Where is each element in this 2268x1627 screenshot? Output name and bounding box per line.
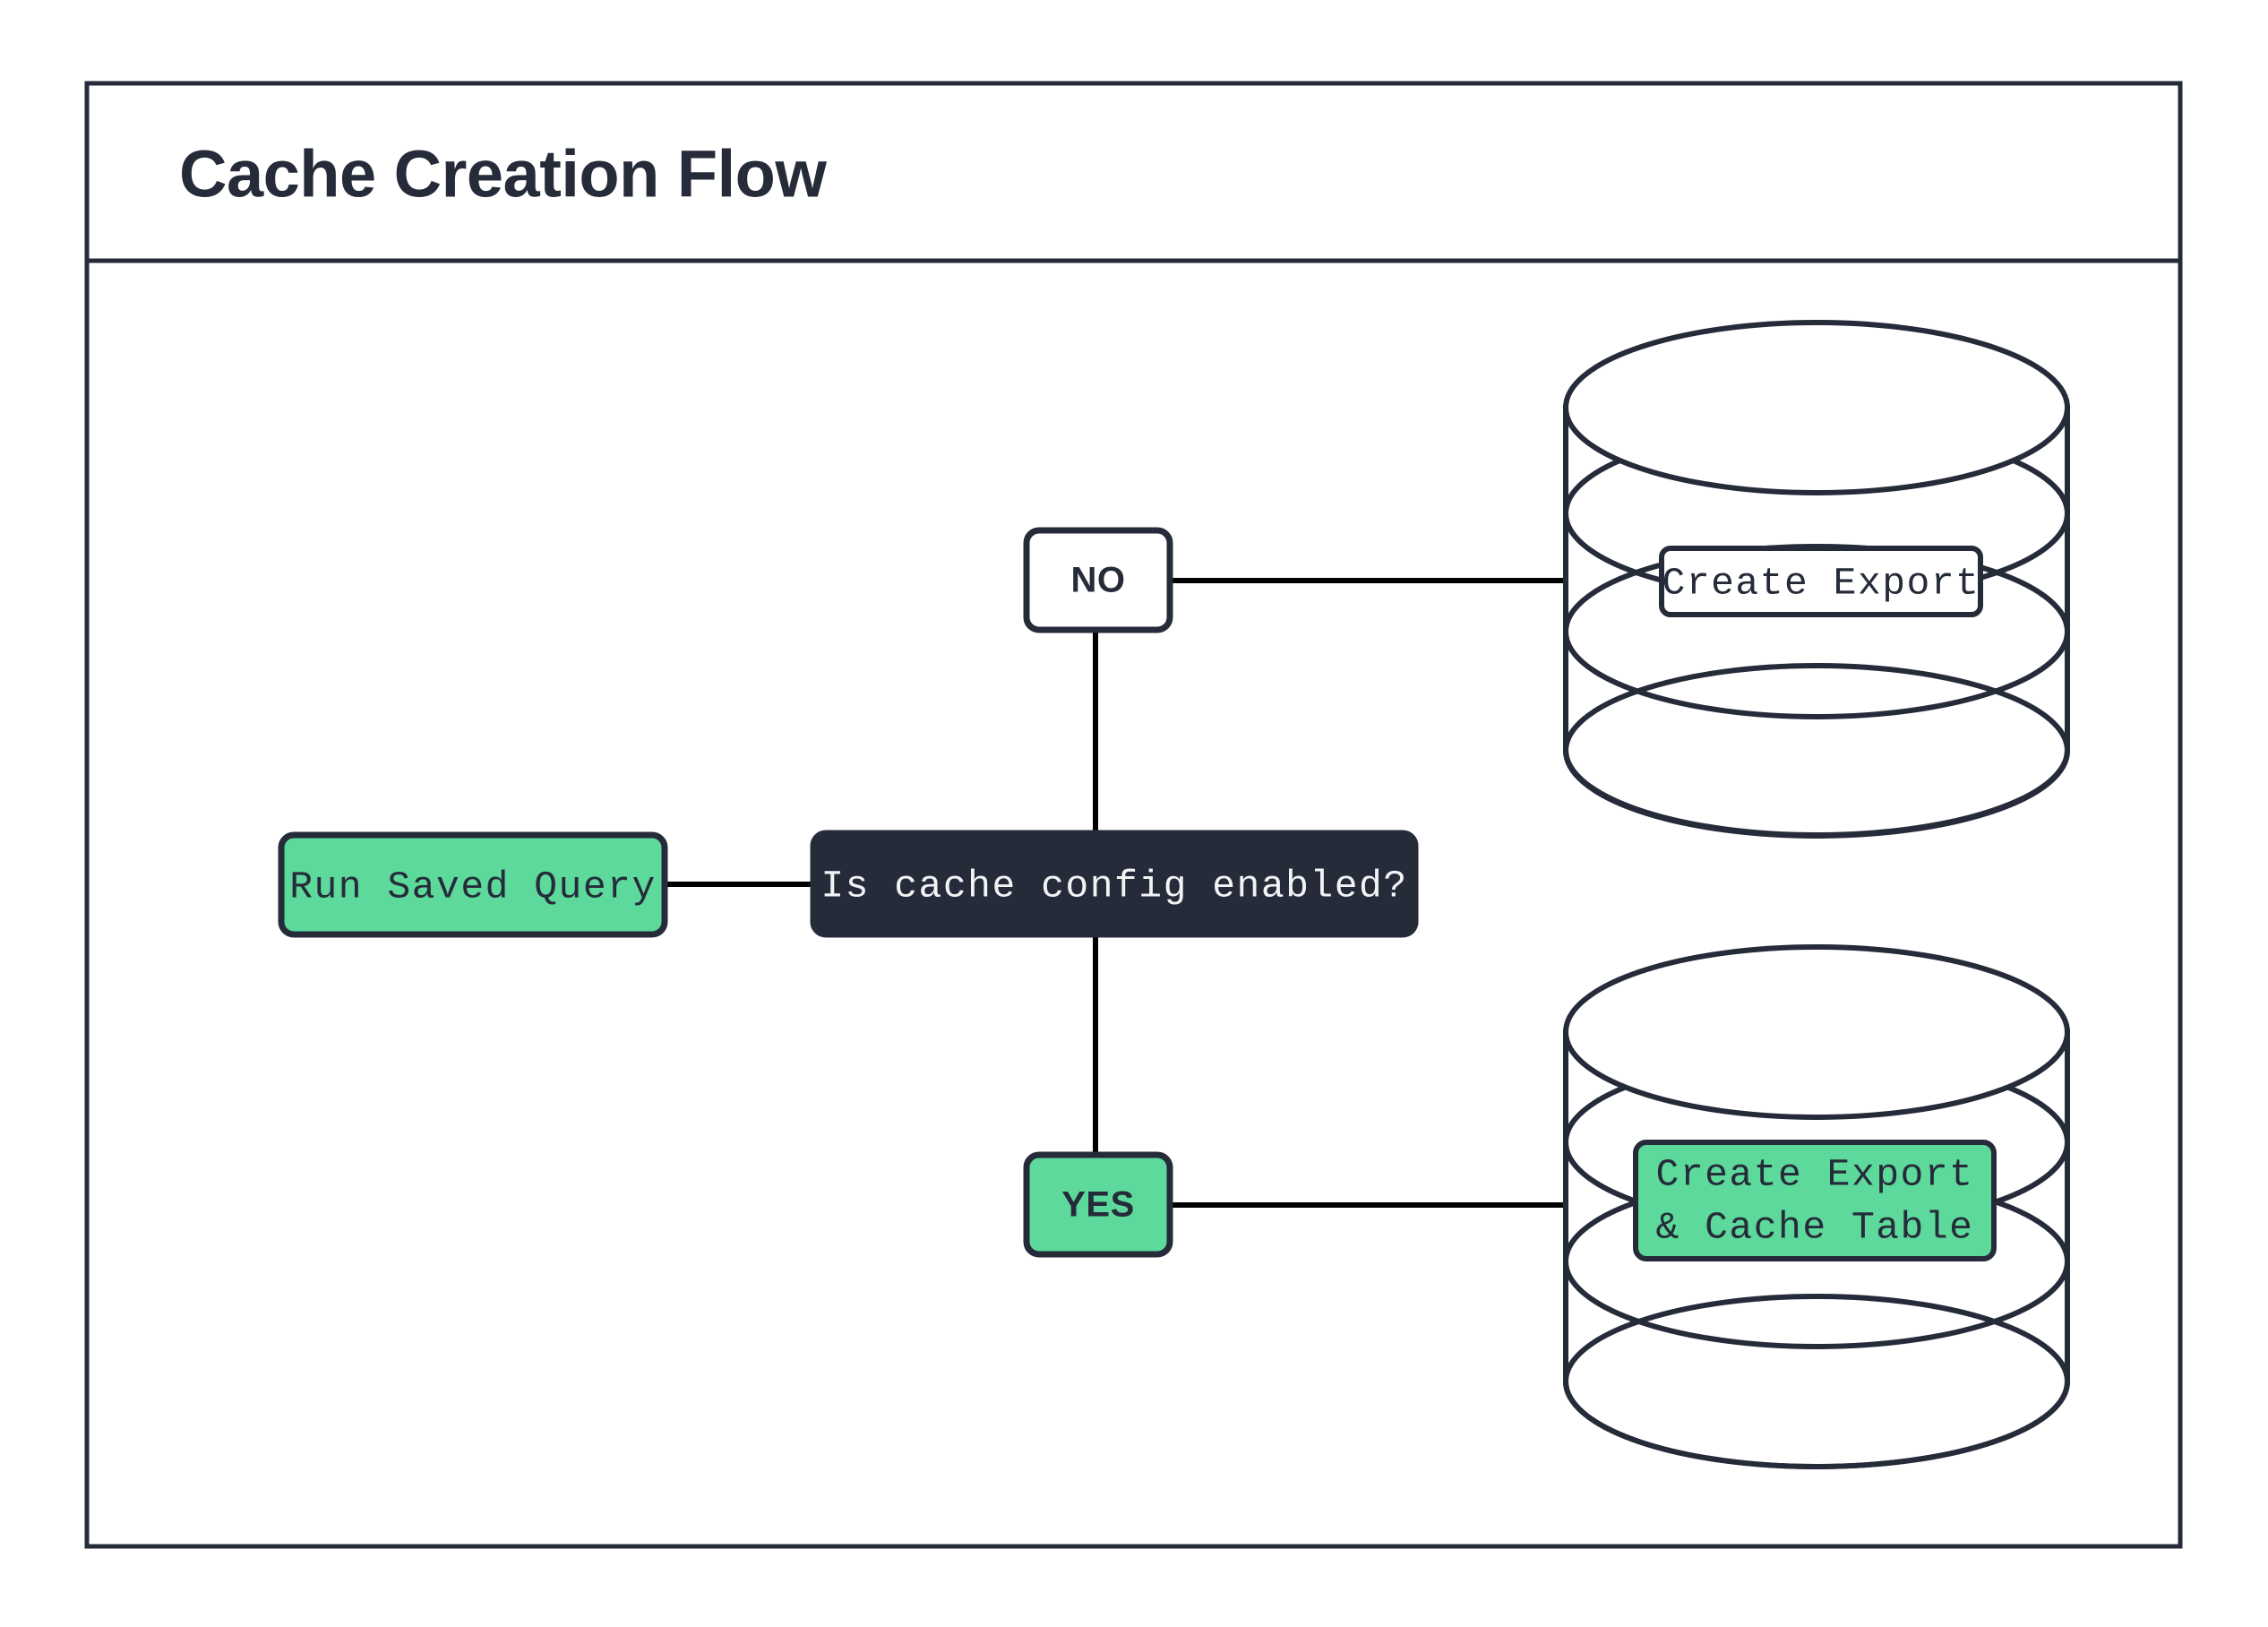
- database-bottom-label-box[interactable]: [1633, 1140, 1997, 1261]
- database-bottom-label-line1: Create Export: [1656, 1152, 1974, 1196]
- database-top-label-box[interactable]: [1659, 546, 1983, 617]
- database-bottom-cap: [1563, 944, 2070, 1120]
- branch-no-box[interactable]: [1023, 527, 1173, 633]
- branch-yes-label: YES: [1061, 1185, 1135, 1225]
- run-saved-query-box[interactable]: [278, 831, 668, 938]
- branch-no-label: NO: [1071, 561, 1126, 600]
- edges-layer: [665, 578, 1576, 1208]
- page-title: Cache Creation Flow: [179, 137, 827, 211]
- run-saved-query-label: Run Saved Query: [289, 865, 657, 908]
- node-run-saved-query[interactable]: Run Saved Query: [278, 831, 668, 938]
- database-bottom[interactable]: Create Export & Cache Table: [1563, 944, 2070, 1469]
- database-bottom-label-line2: & Cache Table: [1656, 1205, 1974, 1249]
- database-top-label: Create Export: [1662, 561, 1980, 605]
- decision-label: Is cache config enabled?: [820, 864, 1407, 908]
- node-branch-no[interactable]: NO: [1023, 527, 1173, 633]
- node-decision[interactable]: Is cache config enabled?: [810, 830, 1419, 938]
- database-top[interactable]: Create Export: [1563, 320, 2070, 839]
- database-top-disk-3: [1563, 663, 2070, 839]
- database-top-cap: [1563, 320, 2070, 495]
- node-branch-yes[interactable]: YES: [1023, 1151, 1173, 1258]
- branch-yes-box[interactable]: [1023, 1151, 1173, 1258]
- database-bottom-disk-3: [1563, 1294, 2070, 1469]
- decision-box[interactable]: [810, 830, 1419, 938]
